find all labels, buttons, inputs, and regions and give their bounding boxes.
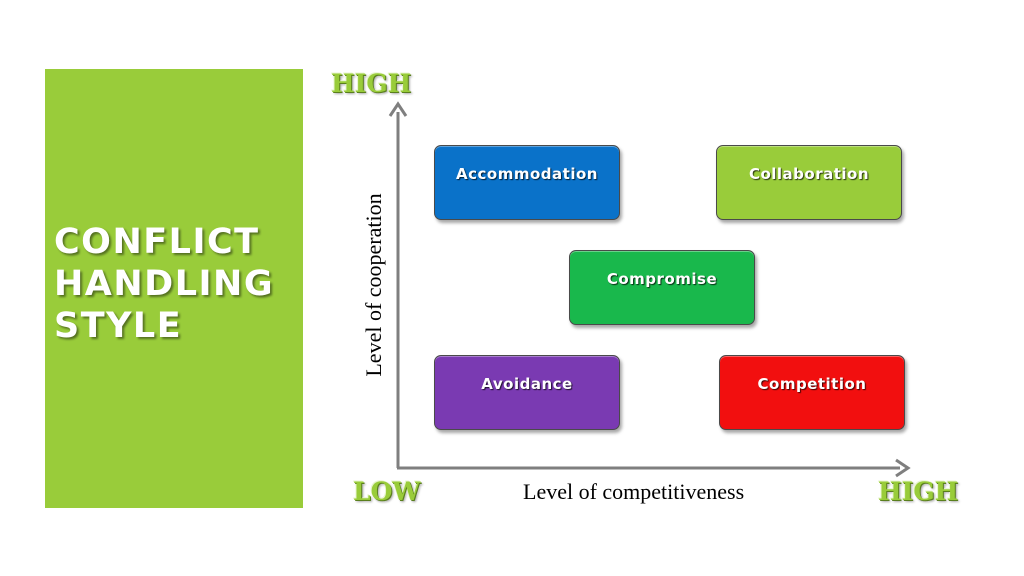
- accommodation-label: Accommodation: [456, 164, 598, 183]
- x-axis-low-label: LOW: [353, 477, 421, 506]
- competition-label: Competition: [757, 374, 867, 393]
- y-axis-title: Level of cooperation: [361, 193, 386, 377]
- x-axis-arrowhead: [895, 458, 911, 478]
- compromise-box: Compromise: [569, 250, 755, 325]
- competition-box: Competition: [719, 355, 905, 430]
- title-panel: CONFLICT HANDLING STYLE: [45, 69, 303, 508]
- panel-title: CONFLICT HANDLING STYLE: [54, 221, 299, 347]
- y-axis-arrowhead: [388, 101, 408, 117]
- avoidance-label: Avoidance: [481, 374, 573, 393]
- x-axis-title: Level of competitiveness: [523, 479, 745, 504]
- panel-title-line-3: STYLE: [54, 306, 183, 346]
- panel-title-line-2: HANDLING: [54, 264, 275, 304]
- compromise-label: Compromise: [606, 269, 718, 288]
- x-axis-high-label: HIGH: [878, 477, 959, 506]
- avoidance-box: Avoidance: [434, 355, 620, 430]
- y-axis-high-label: HIGH: [331, 69, 412, 98]
- collaboration-label: Collaboration: [748, 164, 870, 183]
- panel-title-line-1: CONFLICT: [54, 222, 260, 262]
- accommodation-box: Accommodation: [434, 145, 620, 220]
- collaboration-box: Collaboration: [716, 145, 902, 220]
